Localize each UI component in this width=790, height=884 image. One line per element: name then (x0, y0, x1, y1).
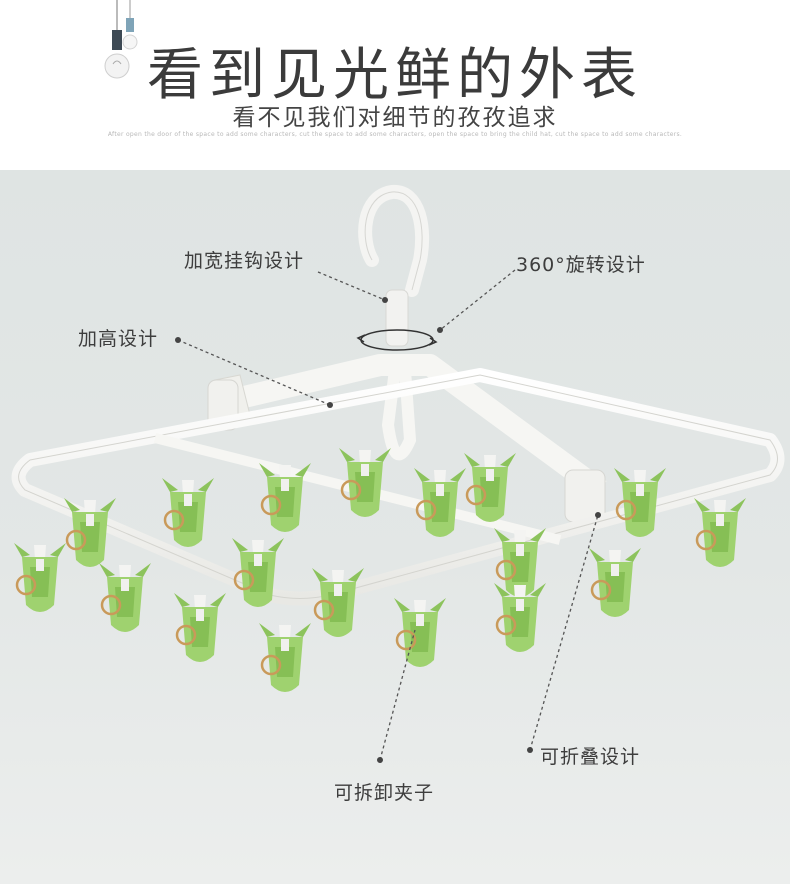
leader-lines (177, 269, 599, 761)
page-title: 看到见光鲜的外表 (147, 43, 643, 108)
hook-icon (356, 185, 438, 351)
fine-print: After open the door of the space to add … (107, 131, 683, 138)
hanger-illustration (11, 185, 785, 763)
header-banner: 看到见光鲜的外表 看不见我们对细节的孜孜追求 After open the do… (0, 0, 790, 170)
pendant-bulb-icon (104, 0, 138, 79)
callout-detachable: 可拆卸夹子 (334, 782, 435, 804)
callout-rotation: 360°旋转设计 (516, 254, 646, 276)
callout-wide-hook: 加宽挂钩设计 (184, 250, 305, 272)
page-subtitle: 看不见我们对细节的孜孜追求 (232, 105, 558, 131)
product-photo: 加宽挂钩设计 360°旋转设计 加高设计 可折叠设计 可拆卸夹子 (0, 170, 790, 884)
callout-foldable: 可折叠设计 (540, 746, 641, 768)
callout-raised: 加高设计 (78, 328, 159, 350)
